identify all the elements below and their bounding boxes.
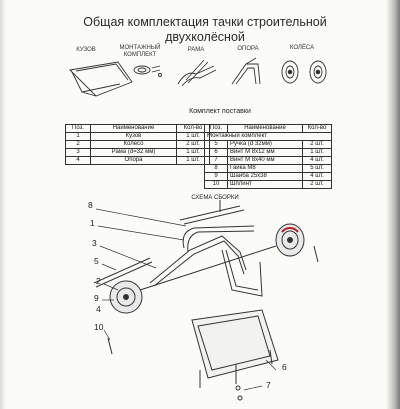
assembly-drawing bbox=[93, 200, 319, 401]
delivery-table-main: Поз. Наименование Кол-во 1 Кузов 1 шт. 2… bbox=[65, 124, 210, 165]
callout-7: 7 bbox=[266, 380, 271, 390]
callout-3: 3 bbox=[92, 238, 97, 248]
callout-10: 10 bbox=[94, 322, 104, 332]
part-label-body: КУЗОВ bbox=[76, 47, 96, 53]
page-title: Общая комплектация тачки строительной дв… bbox=[60, 15, 350, 45]
wheels-drawing bbox=[281, 60, 327, 84]
table-row: 10 Шплинт 2 шт. bbox=[204, 180, 332, 189]
table-header-row: Поз. Наименование Кол-во bbox=[204, 124, 332, 133]
part-label-frame: РАМА bbox=[187, 47, 205, 53]
part-label-support: ОПОРА bbox=[237, 46, 259, 52]
title-line-2: двухколёсной bbox=[165, 30, 245, 44]
delivery-table-mount-kit: Поз. Наименование Кол-во Монтажный компл… bbox=[204, 124, 332, 189]
row-qty: 2 шт. bbox=[302, 180, 332, 189]
page-right-edge-shadow bbox=[386, 0, 400, 409]
part-label-wheels: КОЛЁСА bbox=[289, 45, 315, 51]
support-drawing bbox=[231, 57, 261, 85]
callout-1: 1 bbox=[90, 218, 95, 228]
page-left-edge bbox=[0, 0, 6, 409]
assembly-scheme-caption: СХЕМА СБОРКИ bbox=[191, 195, 239, 201]
callout-leader-lines bbox=[95, 208, 277, 391]
callout-8: 8 bbox=[88, 200, 93, 210]
table-row: 4 Опора 1 шт. bbox=[65, 156, 210, 165]
callout-5: 5 bbox=[94, 256, 99, 266]
table-caption: Комплект поставки bbox=[189, 108, 251, 115]
frame-drawing bbox=[177, 59, 217, 87]
body-tub-drawing bbox=[69, 61, 133, 97]
mount-kit-drawing bbox=[133, 65, 162, 77]
part-label-mount-kit: МОНТАЖНЫЙ КОМПЛЕКТ bbox=[119, 45, 161, 58]
callout-4: 4 bbox=[96, 304, 101, 314]
callout-6: 6 bbox=[282, 362, 287, 372]
title-line-1: Общая комплектация тачки строительной bbox=[83, 15, 327, 29]
callout-9: 9 bbox=[94, 293, 99, 303]
callout-2: 2 bbox=[96, 276, 101, 286]
